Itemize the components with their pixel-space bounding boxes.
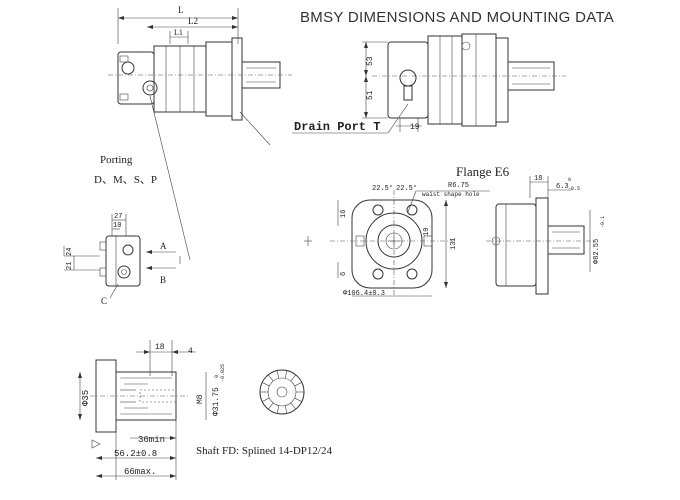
- waist-hole-label: waist shape hole: [422, 191, 480, 198]
- spline-tooth: [284, 405, 288, 414]
- flange-angle-1: 22.5°: [372, 184, 393, 193]
- flange-front-view: Flange E6 22.5° 22.5° R6.75 waist shape …: [304, 164, 510, 298]
- spline-tooth: [284, 370, 288, 379]
- port-B-label: B: [160, 275, 166, 285]
- flange-dim-6: 6: [340, 272, 348, 276]
- porting-title: Porting: [100, 154, 133, 166]
- dim-L: L: [178, 5, 184, 15]
- shaft-dim-31-75-tol-dn: -0.025: [220, 364, 226, 382]
- dim-27: 27: [114, 213, 122, 221]
- shaft-caption: Shaft FD: Splined 14-DP12/24: [196, 445, 332, 457]
- flange-dim-131: 131: [450, 237, 458, 250]
- flange-dim-6-3-tol-dn: -0.5: [568, 186, 580, 192]
- spline-tooth: [276, 370, 280, 379]
- flange-title: Flange E6: [456, 164, 510, 179]
- dim-21: 21: [66, 262, 74, 270]
- dim-L1: L1: [174, 28, 183, 37]
- flange-dim-10: 10: [423, 228, 431, 236]
- flange-side-view: 18 6.3 0 -0.5 Φ82.55 -0.1: [486, 175, 606, 295]
- dim-24: 24: [66, 248, 74, 256]
- shaft-dim-35: Φ35: [81, 390, 91, 406]
- flange-dim-106: Φ106.4±0.3: [343, 290, 385, 298]
- spline-tooth: [276, 405, 280, 414]
- flange-dim-82-55-tol: -0.1: [600, 216, 606, 228]
- spline-tooth: [262, 382, 270, 387]
- dim-51: 51: [366, 90, 375, 100]
- shaft-dim-36: 36min: [138, 435, 165, 445]
- spline-tooth: [294, 397, 302, 402]
- spline-end-view: [259, 369, 305, 415]
- shaft-dim-56-2: 56.2±0.8: [114, 449, 157, 459]
- flange-angle-2: 22.5°: [396, 184, 417, 193]
- porting-types: D、M、S、P: [94, 174, 157, 186]
- spline-tooth: [268, 402, 274, 410]
- spline-tooth: [294, 382, 302, 387]
- shaft-dim-18: 18: [155, 343, 165, 352]
- shaft-dim-M8: M8: [196, 394, 205, 404]
- page-title: BMSY DIMENSIONS AND MOUNTING DATA: [300, 9, 614, 26]
- motor-top-view: L L2 L1: [108, 5, 292, 261]
- flange-dim-6-3: 6.3: [556, 183, 569, 191]
- flange-side-dim-18: 18: [534, 175, 542, 183]
- dim-10: 10: [113, 222, 121, 230]
- spline-tooth: [290, 374, 296, 382]
- shaft-side-view: 18 4 Φ35 M8 Φ31.75 0 -0.025 36min 56.2±0…: [78, 340, 226, 480]
- flange-dim-16: 16: [340, 210, 348, 218]
- port-A-label: A: [160, 241, 167, 251]
- dim-53: 53: [366, 56, 375, 66]
- spline-tooth: [290, 402, 296, 410]
- spline-tooth: [268, 374, 274, 382]
- shaft-dim-4: 4: [188, 347, 193, 356]
- port-C-label: C: [101, 296, 107, 306]
- spline-tooth: [262, 397, 270, 402]
- flange-dim-6-3-tol-up: 0: [568, 177, 571, 183]
- dim-19: 19: [410, 123, 420, 132]
- flange-radius: R6.75: [448, 182, 469, 190]
- shaft-dim-31-75-tol-up: 0: [214, 375, 220, 378]
- porting-view: Porting D、M、S、P 27 10 24 21 A B C: [63, 154, 181, 306]
- flange-dim-82-55: Φ82.55: [593, 239, 601, 264]
- shaft-dim-31-75: Φ31.75: [212, 387, 221, 416]
- shaft-dim-66: 66max.: [124, 467, 156, 477]
- motor-side-view: 53 51 19 Drain Port T: [292, 33, 566, 134]
- dim-L2: L2: [188, 16, 198, 26]
- drain-port-label: Drain Port T: [294, 120, 380, 134]
